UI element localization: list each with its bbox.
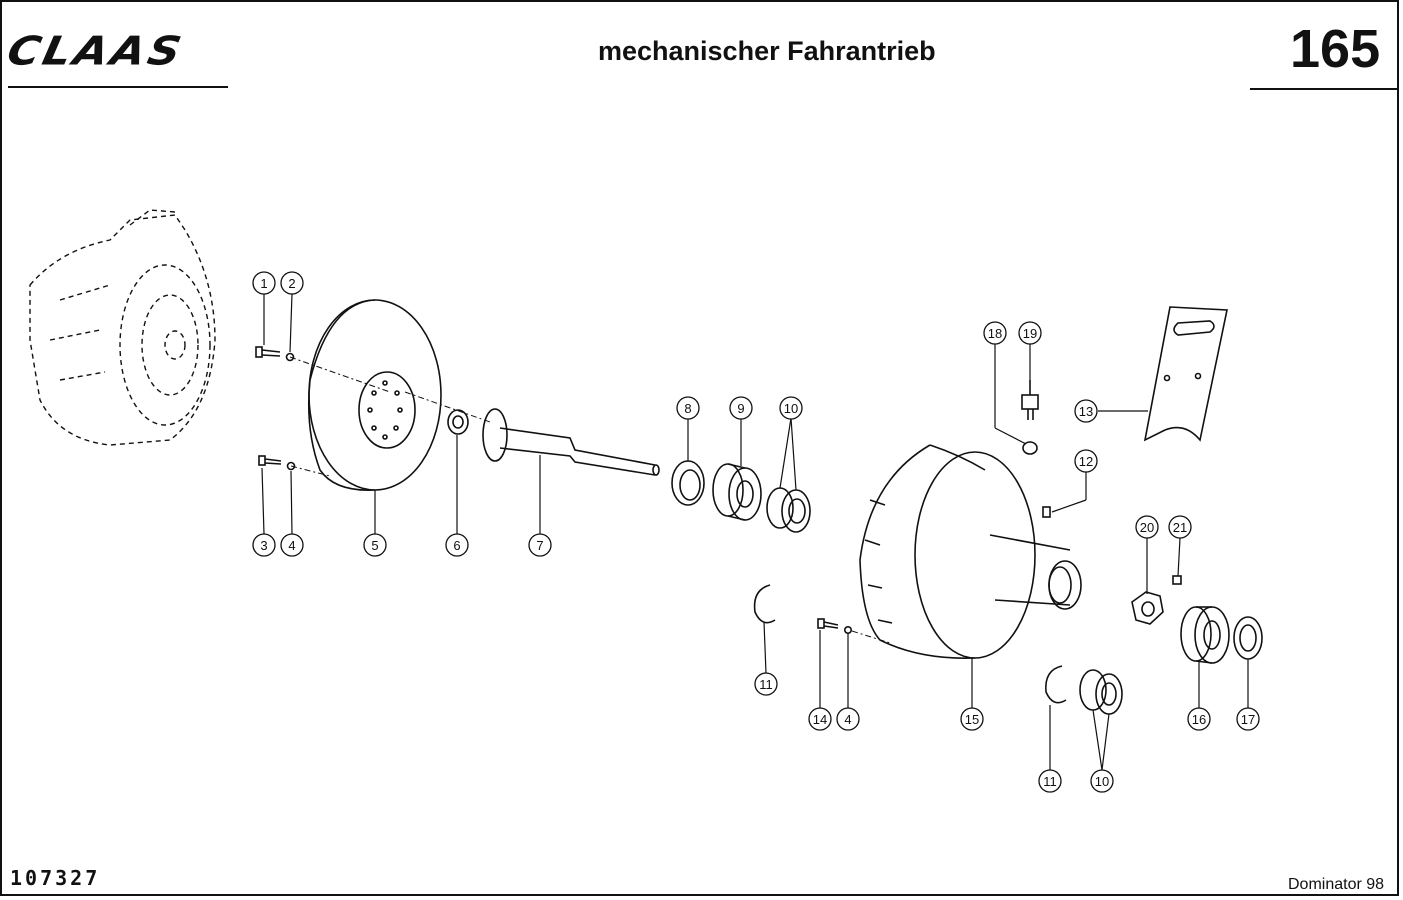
set-screw-12 bbox=[1042, 506, 1051, 518]
washer-2 bbox=[285, 352, 295, 362]
callout-17: 17 bbox=[1241, 712, 1255, 727]
page-number: 165 bbox=[1290, 19, 1381, 79]
callout-9: 9 bbox=[737, 401, 744, 416]
pilot-bearing-6 bbox=[447, 409, 469, 435]
header-rule-right bbox=[1250, 88, 1398, 90]
callout-2: 2 bbox=[288, 276, 295, 291]
callout-4b: 4 bbox=[844, 712, 851, 727]
spacer-rings-10b bbox=[1079, 669, 1123, 715]
callout-3: 3 bbox=[260, 538, 267, 553]
callout-10: 10 bbox=[784, 401, 798, 416]
callout-14: 14 bbox=[813, 712, 827, 727]
callout-11: 11 bbox=[759, 677, 773, 692]
engine-sketch bbox=[29, 209, 216, 446]
seal-ring-17 bbox=[1233, 616, 1263, 660]
bolt-3 bbox=[258, 455, 282, 466]
callout-circles bbox=[252, 271, 1260, 793]
callout-21: 21 bbox=[1173, 520, 1187, 535]
pin-21 bbox=[1172, 575, 1182, 585]
header-rule-left bbox=[8, 86, 228, 88]
callout-1: 1 bbox=[260, 276, 267, 291]
seal-ring-8 bbox=[671, 460, 705, 506]
leader-lines bbox=[261, 293, 1249, 771]
ball-bearing-16 bbox=[1180, 606, 1230, 664]
ball-bearing-9 bbox=[712, 463, 762, 521]
bolt-1 bbox=[255, 346, 281, 358]
callout-6: 6 bbox=[453, 538, 460, 553]
sensor-fitting-19 bbox=[1021, 380, 1039, 420]
model-name: Dominator 98 bbox=[1288, 876, 1385, 893]
flywheel-disc-5 bbox=[307, 299, 442, 491]
callout-7: 7 bbox=[536, 538, 543, 553]
callout-19: 19 bbox=[1023, 326, 1037, 341]
page-title: mechanischer Fahrantrieb bbox=[598, 36, 936, 66]
drive-shaft-7 bbox=[482, 408, 660, 476]
circlip-11b bbox=[1045, 665, 1067, 704]
callout-labels: 1 2 3 4 5 6 7 8 9 10 11 4 14 15 11 10 16… bbox=[260, 276, 1255, 789]
callout-16: 16 bbox=[1192, 712, 1206, 727]
circlip-11 bbox=[753, 584, 776, 624]
document-number: 107327 bbox=[10, 866, 101, 890]
callout-5: 5 bbox=[371, 538, 378, 553]
bolt-14 bbox=[817, 618, 839, 629]
callout-20: 20 bbox=[1140, 520, 1154, 535]
washer-4 bbox=[286, 461, 296, 471]
callout-10b: 10 bbox=[1095, 774, 1109, 789]
nut-20 bbox=[1131, 591, 1164, 625]
grease-nipple-18 bbox=[1022, 441, 1038, 455]
callout-12: 12 bbox=[1079, 454, 1093, 469]
housing-15 bbox=[859, 444, 1082, 659]
callout-8: 8 bbox=[684, 401, 691, 416]
cover-plate-13 bbox=[1143, 306, 1228, 442]
callout-18: 18 bbox=[988, 326, 1002, 341]
spacer-rings-10 bbox=[766, 487, 811, 533]
callout-15: 15 bbox=[965, 712, 979, 727]
callout-4: 4 bbox=[288, 538, 295, 553]
callout-11b: 11 bbox=[1043, 774, 1057, 789]
callout-13: 13 bbox=[1079, 404, 1093, 419]
washer-4b bbox=[843, 625, 852, 634]
assembly-axes bbox=[289, 356, 891, 644]
